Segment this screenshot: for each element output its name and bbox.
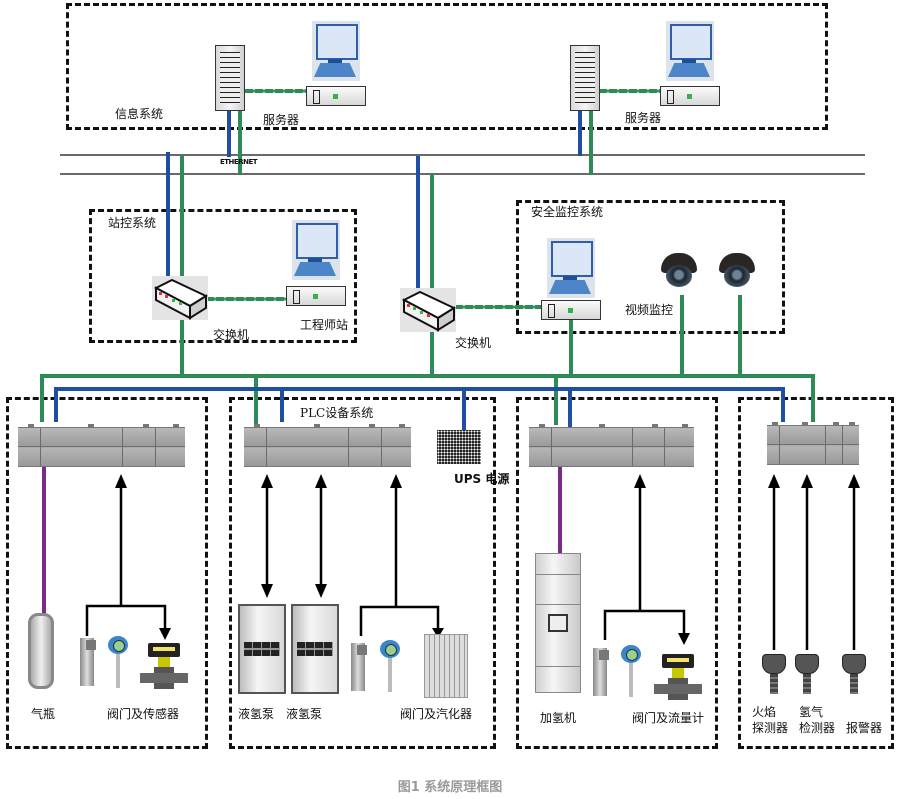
pressure-sensor-icon — [593, 648, 609, 696]
server-rack-left-icon — [215, 45, 245, 111]
video-monitoring-label: 视频监控 — [625, 303, 674, 317]
info-system-box — [66, 3, 828, 130]
station-control-box — [89, 209, 357, 343]
ups-power-icon — [437, 430, 481, 464]
alarm-icon — [842, 654, 866, 694]
dispenser-label: 加氢机 — [540, 711, 577, 725]
arrow-valves-sensors — [85, 486, 167, 636]
lh2-pump-icon — [291, 604, 339, 694]
arrowhead — [315, 474, 327, 488]
hydrogen-detector-icon — [795, 654, 819, 694]
arrow-flowmeter — [603, 486, 686, 640]
arrowhead — [768, 474, 780, 488]
arrowhead — [432, 628, 444, 638]
workstation-label: 工程师站 — [300, 318, 349, 332]
arrowhead — [261, 474, 273, 488]
wire-green-trunk — [40, 374, 815, 422]
plc-module-icon — [244, 424, 411, 467]
transmitter-icon — [380, 640, 400, 692]
arrowhead — [315, 584, 327, 598]
arrowhead — [115, 474, 127, 488]
dispenser-unit-box — [516, 397, 718, 749]
detector-unit-box — [738, 397, 894, 749]
flame-detector-label-2: 探测器 — [752, 721, 789, 735]
security-monitoring-title: 安全监控系统 — [531, 205, 604, 219]
valves-flowmeter-label: 阀门及流量计 — [632, 711, 705, 725]
flame-detector-label-1: 火焰 — [752, 705, 777, 719]
hydrogen-dispenser-icon — [535, 553, 581, 693]
arrowhead — [390, 474, 402, 488]
flame-detector-icon — [762, 654, 786, 694]
transmitter-icon — [621, 645, 641, 697]
pc-tower-icon — [660, 86, 720, 106]
monitor-icon — [292, 220, 340, 280]
pc-tower-icon — [306, 86, 366, 106]
dome-camera-icon — [719, 253, 755, 289]
arrowhead — [678, 633, 690, 645]
arrow-detectors — [772, 486, 856, 650]
alarm-label: 报警器 — [846, 721, 883, 735]
flow-valve-icon — [140, 643, 188, 693]
h2-detector-label-1: 氢气 — [799, 705, 824, 719]
ethernet-label: ETHERNET — [220, 158, 258, 166]
valves-sensors-label: 阀门及传感器 — [107, 707, 180, 721]
network-switch-icon — [400, 288, 456, 332]
security-monitoring-box — [516, 200, 785, 334]
center-switch-label: 交换机 — [455, 336, 492, 350]
arrowhead — [634, 474, 646, 488]
plc-module-icon — [529, 424, 694, 467]
pump1-label: 液氢泵 — [238, 707, 275, 721]
valves-vaporizer-label: 阀门及汽化器 — [400, 707, 473, 721]
vaporizer-icon — [424, 634, 468, 698]
monitor-icon — [547, 238, 595, 298]
network-switch-icon — [152, 276, 208, 320]
plc-equipment-title: PLC设备系统 — [300, 406, 374, 420]
server-left-label: 服务器 — [263, 113, 300, 127]
arrow-pumps — [265, 486, 440, 636]
server-rack-right-icon — [570, 45, 600, 111]
arrowhead — [159, 628, 171, 640]
pump2-label: 液氢泵 — [286, 707, 323, 721]
plc-equipment-box — [229, 397, 496, 749]
wire-blue-trunk — [54, 387, 785, 422]
monitor-icon — [312, 21, 360, 81]
dome-camera-icon — [661, 253, 697, 289]
cylinder-label: 气瓶 — [31, 707, 56, 721]
pc-tower-icon — [286, 286, 346, 306]
lh2-pump-icon — [238, 604, 286, 694]
h2-detector-label-2: 检测器 — [799, 721, 836, 735]
cylinder-unit-box — [6, 397, 208, 749]
transmitter-icon — [108, 636, 128, 688]
server-right-label: 服务器 — [625, 111, 662, 125]
info-system-title: 信息系统 — [115, 107, 164, 121]
monitor-icon — [666, 21, 714, 81]
arrowhead — [848, 474, 860, 488]
arrowhead — [261, 584, 273, 598]
figure-caption: 图1 系统原理框图 — [397, 780, 503, 795]
switch-label: 交换机 — [213, 328, 250, 342]
pressure-sensor-icon — [80, 638, 96, 686]
pc-tower-icon — [541, 300, 601, 320]
pressure-sensor-icon — [351, 643, 367, 691]
flowmeter-icon — [654, 654, 702, 704]
station-control-title: 站控系统 — [108, 216, 157, 230]
plc-module-icon — [18, 424, 185, 467]
plc-module-icon — [767, 422, 859, 465]
gas-cylinder-icon — [28, 613, 54, 689]
ups-label: UPS 电源 — [454, 472, 510, 486]
arrowhead — [801, 474, 813, 488]
